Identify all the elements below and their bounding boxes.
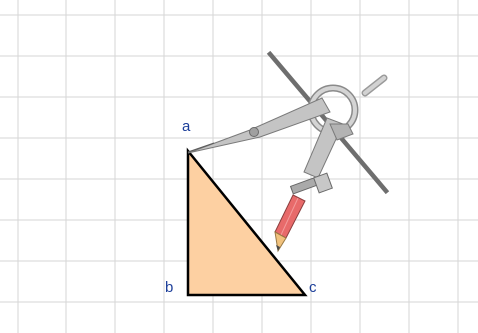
vertex-label-a: a bbox=[182, 118, 191, 135]
compass-icon[interactable] bbox=[187, 50, 390, 253]
vertex-label-b: b bbox=[165, 279, 174, 296]
vertex-label-c: c bbox=[309, 279, 317, 296]
right-triangle[interactable] bbox=[186, 147, 308, 297]
pencil-icon bbox=[274, 194, 306, 253]
